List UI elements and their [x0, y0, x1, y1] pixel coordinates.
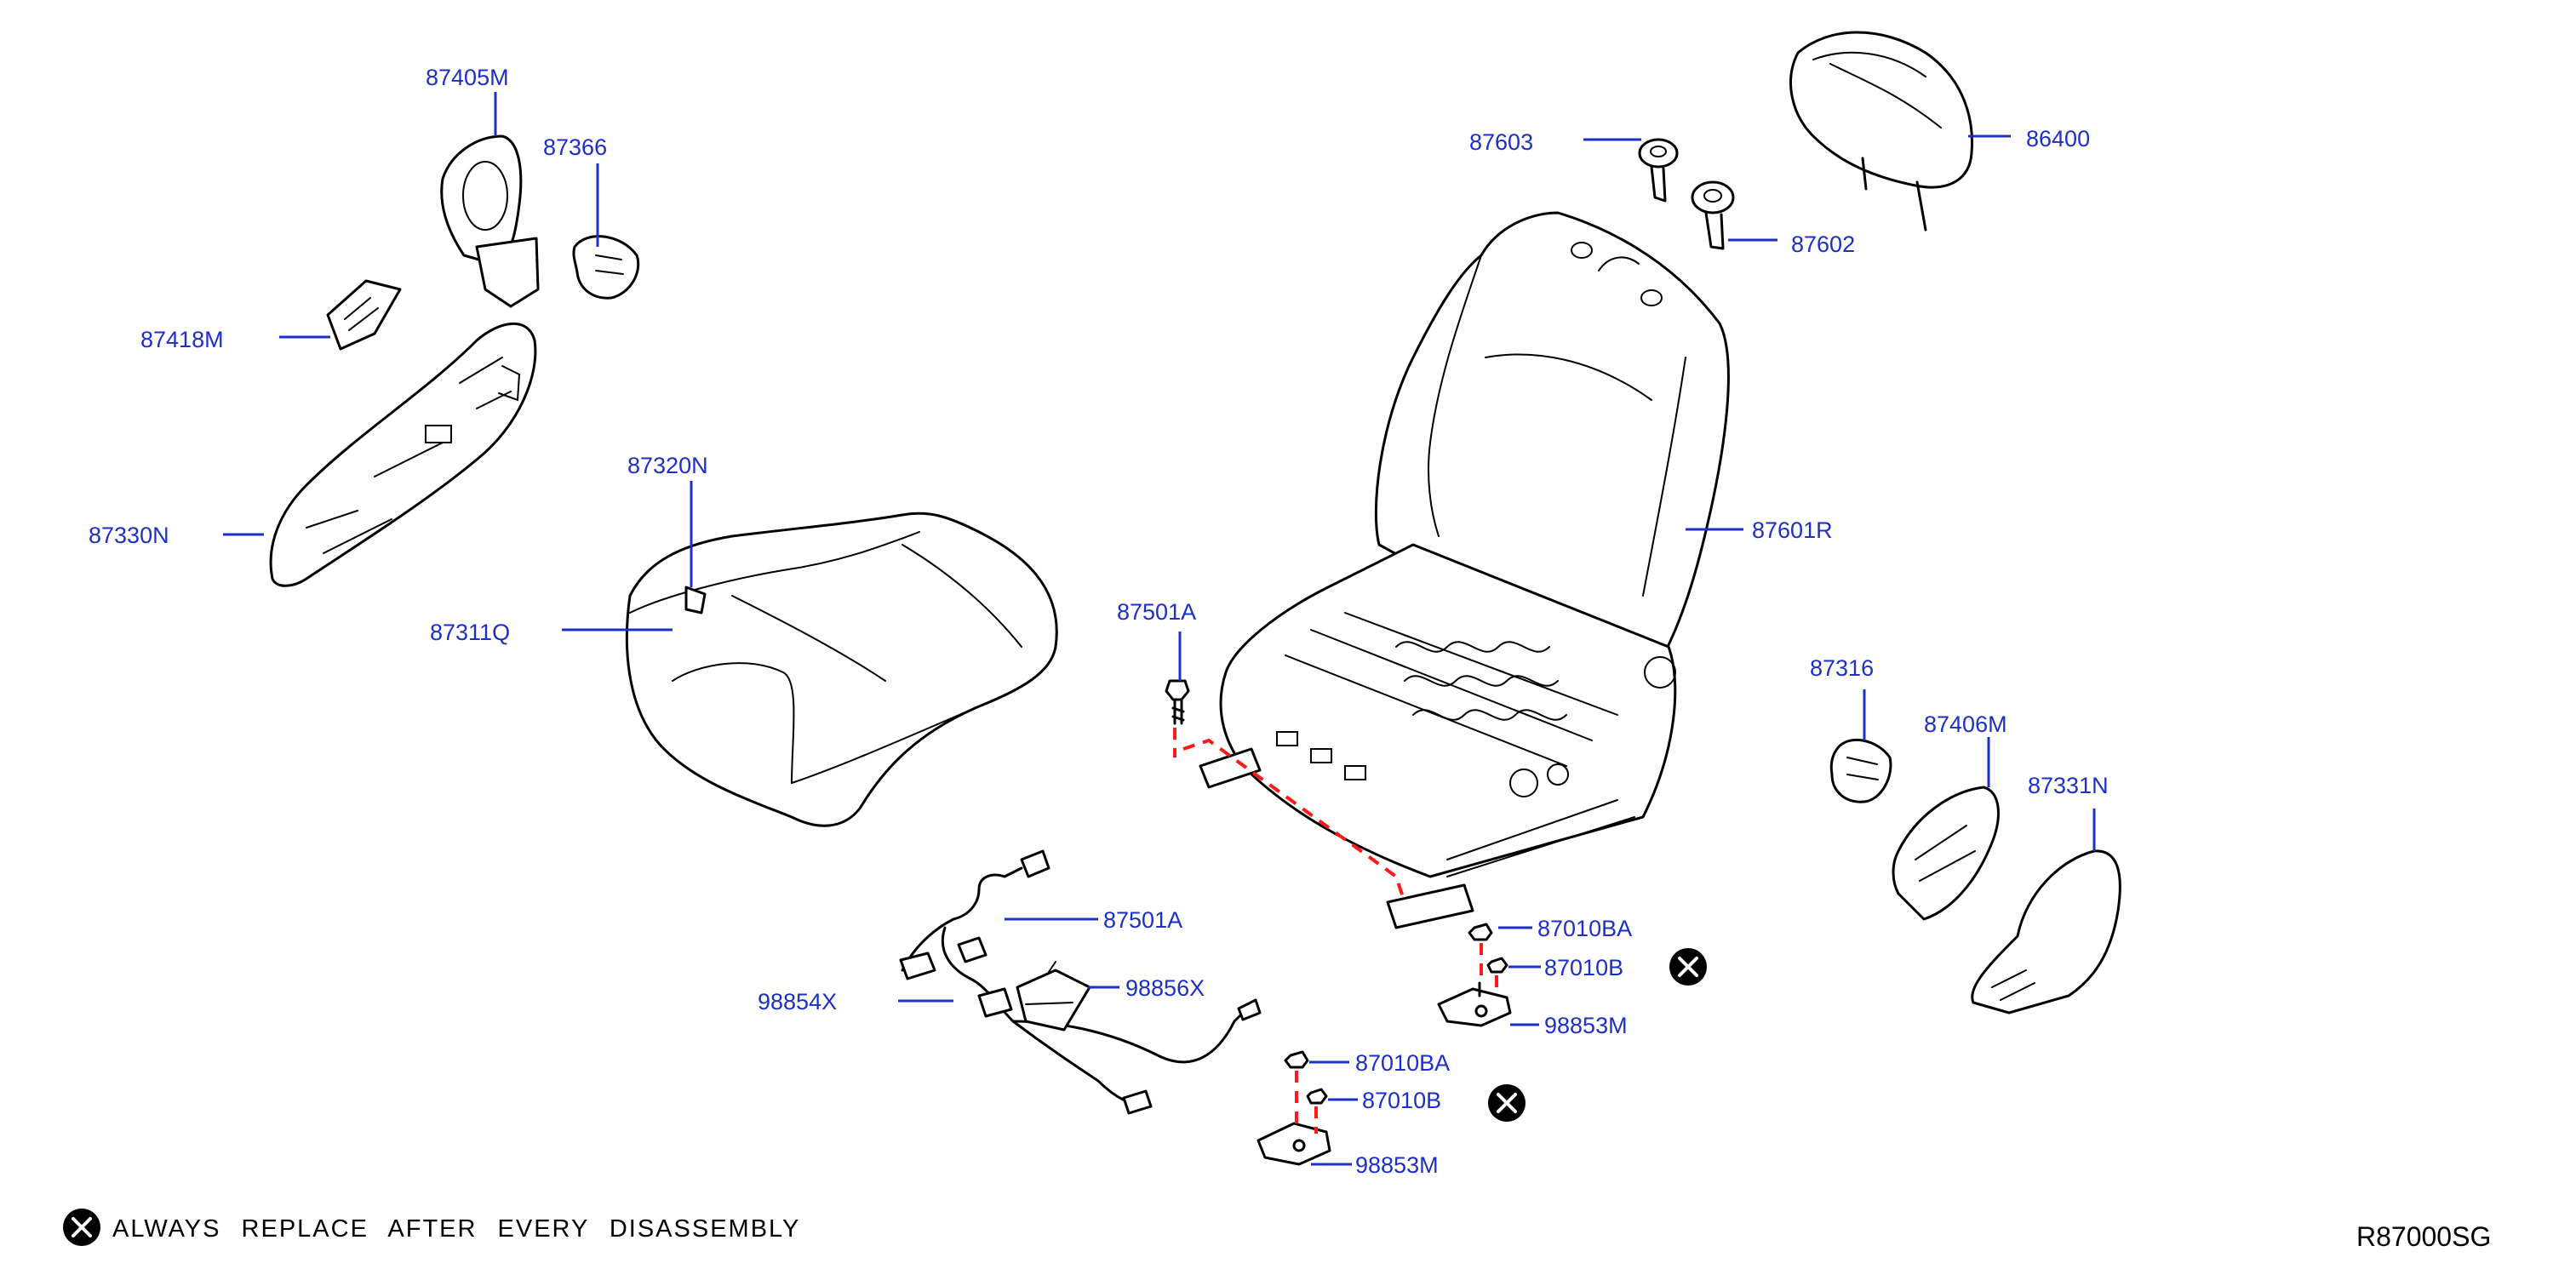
recliner-cover-87406M — [1892, 786, 2000, 921]
headrest — [1789, 31, 1974, 231]
bracket-98853M-upper — [1437, 981, 1512, 1027]
label-87331N: 87331N — [2028, 773, 2109, 798]
nut-87010BA-lower — [1284, 1050, 1309, 1069]
label-87418M: 87418M — [140, 327, 224, 352]
assembly-dashed-lines — [1173, 728, 1498, 1134]
knob-87316 — [1829, 738, 1892, 803]
label-87601R: 87601R — [1752, 517, 1833, 543]
headrest-guide-87602 — [1691, 180, 1735, 250]
label-98853M-lower: 98853M — [1355, 1152, 1439, 1178]
label-87330N: 87330N — [89, 523, 169, 548]
label-87406M: 87406M — [1924, 712, 2007, 737]
label-87602: 87602 — [1791, 231, 1855, 257]
label-87010B-lower: 87010B — [1362, 1088, 1441, 1113]
headrest-guide-87603 — [1638, 138, 1679, 203]
label-98854X: 98854X — [758, 989, 837, 1014]
nut-87010BA-upper — [1468, 923, 1493, 941]
label-87320N: 87320N — [627, 453, 708, 478]
inner-finisher-87331N — [1971, 849, 2121, 1014]
label-87316: 87316 — [1810, 655, 1874, 681]
x-circle-icon — [1488, 1084, 1526, 1122]
switch-87418M — [326, 279, 402, 351]
label-87311Q: 87311Q — [430, 620, 510, 645]
label-87010BA-lower: 87010BA — [1355, 1050, 1450, 1076]
legend-note: ALWAYS REPLACE AFTER EVERY DISASSEMBLY — [112, 1215, 800, 1243]
control-module-98856X — [1016, 961, 1091, 1032]
bracket-98853M-lower — [1257, 1122, 1331, 1166]
label-87603: 87603 — [1469, 129, 1533, 155]
label-87010BA-upper: 87010BA — [1537, 916, 1632, 941]
label-98853M-upper: 98853M — [1544, 1013, 1628, 1038]
nut-87010B-upper — [1486, 957, 1508, 974]
x-circle-icon — [1669, 948, 1707, 986]
label-87405M: 87405M — [426, 65, 509, 90]
label-87010B-upper: 87010B — [1544, 955, 1623, 980]
label-87366: 87366 — [543, 134, 607, 160]
seat-cushion — [625, 511, 1058, 827]
seat-outer-finisher — [269, 322, 537, 587]
label-87501A-bolt: 87501A — [1117, 599, 1196, 625]
knob-87366 — [572, 235, 640, 300]
label-87501A-harness: 87501A — [1103, 907, 1182, 933]
label-86400: 86400 — [2026, 126, 2090, 151]
seat-frame — [1199, 543, 1677, 929]
nut-87010B-lower — [1306, 1088, 1328, 1105]
leader-lines — [223, 92, 2096, 1166]
label-98856X: 98856X — [1125, 975, 1205, 1001]
bolt-87501A — [1165, 679, 1190, 725]
recliner-cover-87405M — [440, 134, 540, 308]
legend-symbol-x-circle-icon — [63, 1209, 100, 1246]
diagram-code: R87000SG — [2356, 1221, 2491, 1252]
